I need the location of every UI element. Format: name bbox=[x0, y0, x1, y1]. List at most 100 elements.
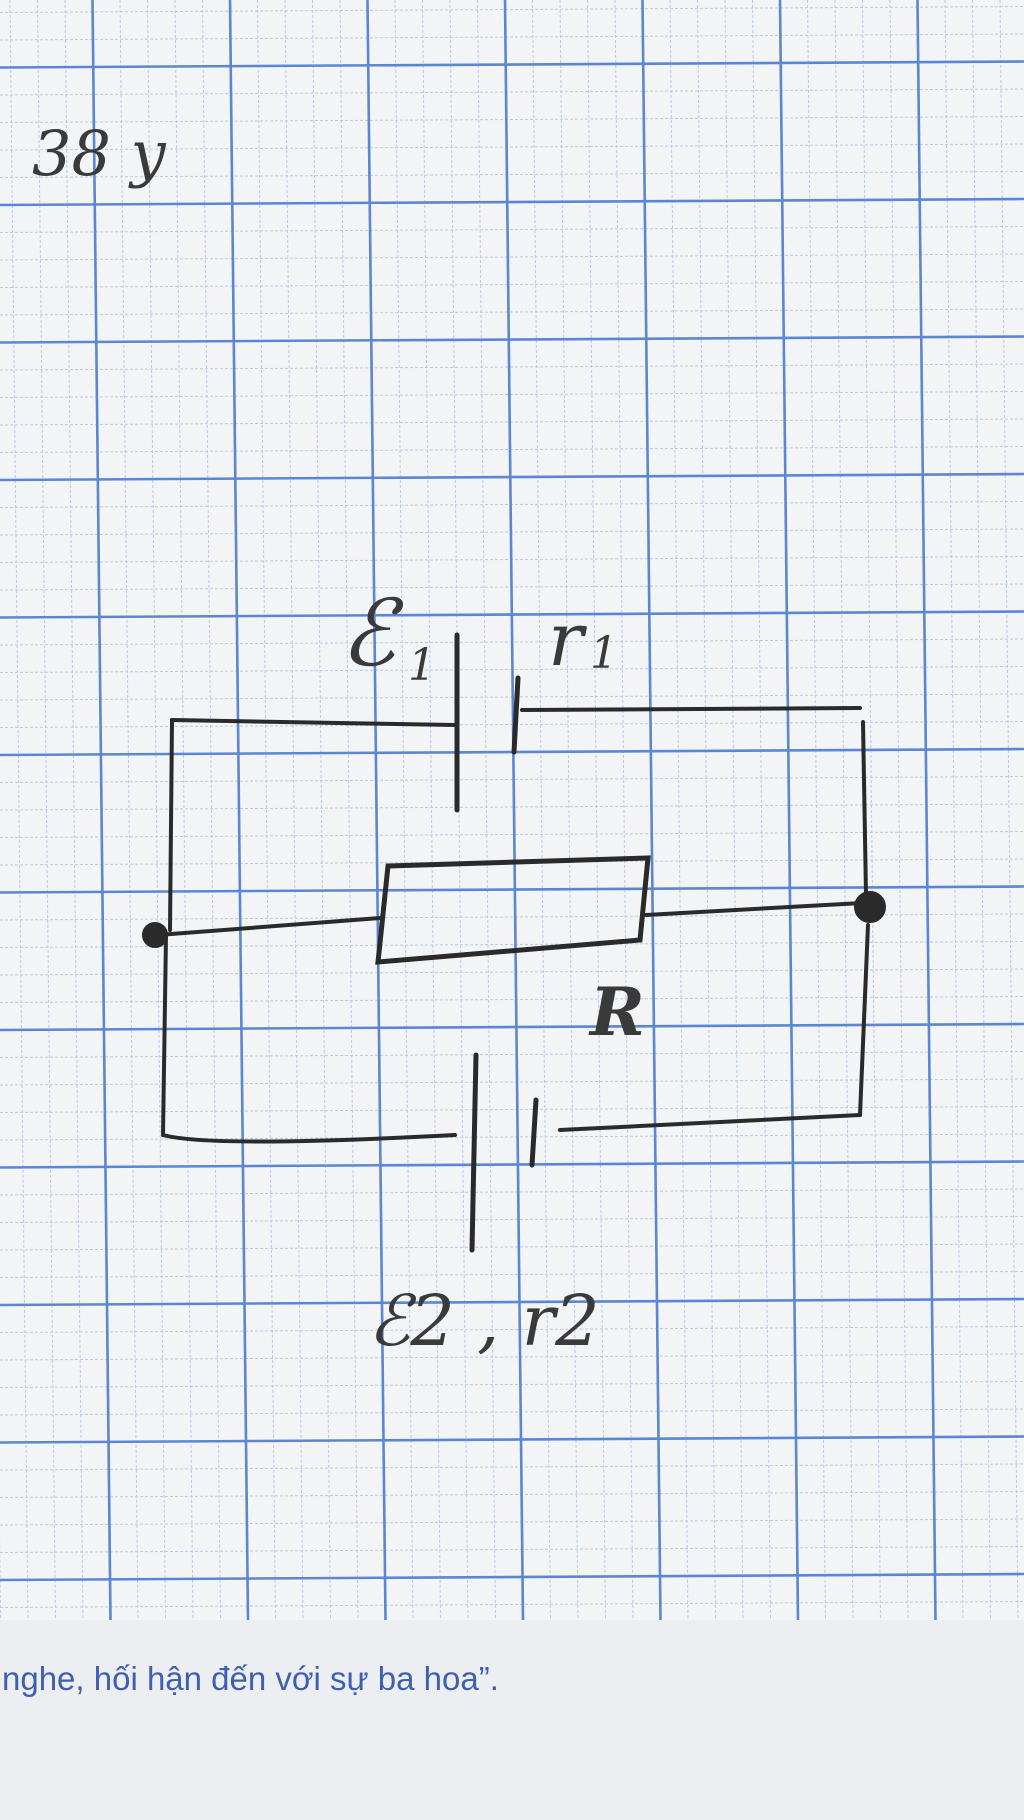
grid-minor-horizontal bbox=[0, 501, 1024, 508]
grid-minor-horizontal bbox=[0, 1491, 1024, 1498]
grid-minor-vertical bbox=[669, 0, 689, 1621]
grid-minor-horizontal bbox=[0, 281, 1024, 288]
grid-minor-vertical bbox=[559, 0, 579, 1621]
grid-major-horizontal bbox=[0, 472, 1024, 482]
grid-minor-horizontal bbox=[0, 1078, 1024, 1086]
grid-minor-vertical bbox=[807, 0, 826, 1621]
grid-minor-horizontal bbox=[0, 1353, 1024, 1361]
grid-minor-horizontal bbox=[0, 446, 1024, 453]
grid-minor-vertical bbox=[752, 0, 771, 1621]
grid-minor-horizontal bbox=[0, 1601, 1024, 1608]
resistor-body bbox=[375, 855, 651, 965]
battery2-short-plate bbox=[529, 1097, 539, 1168]
grid-minor-vertical bbox=[972, 0, 991, 1621]
label-r1: r bbox=[548, 597, 588, 683]
label-r1-sub: 1 bbox=[590, 628, 618, 679]
grid-major-horizontal bbox=[0, 1022, 1024, 1032]
grid-minor-horizontal bbox=[0, 1243, 1024, 1251]
wire-left-lower bbox=[161, 933, 168, 1137]
wire-right-lower bbox=[858, 923, 870, 1117]
grid-minor-horizontal bbox=[0, 253, 1024, 261]
grid-minor-vertical bbox=[944, 0, 964, 1621]
grid-minor-vertical bbox=[889, 0, 909, 1621]
grid-minor-vertical bbox=[257, 0, 276, 1621]
paper-sheet bbox=[0, 0, 1024, 1620]
wire-left-upper bbox=[168, 718, 174, 932]
grid-minor-horizontal bbox=[0, 171, 1024, 178]
grid-minor-horizontal bbox=[0, 1106, 1024, 1113]
grid-minor-horizontal bbox=[0, 116, 1024, 123]
grid-major-horizontal bbox=[0, 197, 1024, 207]
grid-minor-horizontal bbox=[0, 1408, 1024, 1416]
grid-minor-horizontal bbox=[0, 33, 1024, 41]
page-label: 38 y bbox=[32, 117, 167, 190]
grid-minor-vertical bbox=[477, 0, 496, 1621]
grid-minor-horizontal bbox=[0, 1188, 1024, 1196]
wire-middle-left bbox=[156, 916, 382, 937]
grid-minor-vertical bbox=[724, 0, 744, 1621]
grid-minor-horizontal bbox=[0, 968, 1024, 976]
wire-right-upper bbox=[861, 720, 868, 897]
grid-major-horizontal bbox=[0, 1435, 1024, 1444]
grid-minor-vertical bbox=[834, 0, 854, 1621]
grid-minor-vertical bbox=[999, 0, 1019, 1621]
grid-major-horizontal bbox=[0, 1160, 1024, 1169]
grid-minor-vertical bbox=[697, 0, 716, 1621]
battery2-long-plate bbox=[469, 1052, 479, 1253]
wire-middle-right bbox=[644, 901, 864, 917]
grid-minor-lines bbox=[0, 0, 1024, 1621]
grid-minor-vertical bbox=[394, 0, 414, 1621]
grid-minor-horizontal bbox=[0, 1546, 1024, 1553]
grid-minor-horizontal bbox=[0, 1216, 1024, 1223]
grid-minor-vertical bbox=[862, 0, 881, 1621]
grid-minor-horizontal bbox=[0, 391, 1024, 398]
grid-minor-horizontal bbox=[0, 6, 1024, 13]
label-emf1-sub: 1 bbox=[408, 640, 436, 691]
grid-minor-vertical bbox=[614, 0, 634, 1621]
grid-major-vertical bbox=[366, 0, 387, 1621]
grid-minor-vertical bbox=[532, 0, 551, 1621]
grid-minor-horizontal bbox=[0, 996, 1024, 1003]
book-footer-text: nghe, hối hận đến với sự ba hoa”. bbox=[2, 1660, 499, 1697]
grid-minor-horizontal bbox=[0, 88, 1024, 96]
grid-minor-vertical bbox=[339, 0, 359, 1621]
grid-major-vertical bbox=[228, 0, 250, 1621]
grid-major-vertical bbox=[778, 0, 800, 1621]
grid-minor-horizontal bbox=[0, 1463, 1024, 1471]
battery1-short-plate bbox=[511, 675, 521, 755]
grid-minor-horizontal bbox=[0, 1381, 1024, 1388]
grid-minor-vertical bbox=[174, 0, 194, 1621]
grid-minor-horizontal bbox=[0, 1133, 1024, 1141]
wire-bottom-left bbox=[161, 1133, 457, 1144]
grid-minor-horizontal bbox=[0, 226, 1024, 233]
grid-major-horizontal bbox=[0, 60, 1024, 69]
grid-major-vertical bbox=[91, 0, 112, 1621]
grid-minor-horizontal bbox=[0, 1271, 1024, 1278]
grid-minor-vertical bbox=[64, 0, 84, 1621]
grid-minor-horizontal bbox=[0, 1518, 1024, 1526]
wire-top-left bbox=[170, 718, 457, 727]
grid-major-horizontal bbox=[0, 335, 1024, 344]
grid-minor-horizontal bbox=[0, 1326, 1024, 1333]
grid-major-horizontal bbox=[0, 1297, 1024, 1307]
grid-major-vertical bbox=[916, 0, 937, 1621]
grid-major-vertical bbox=[641, 0, 662, 1621]
grid-minor-horizontal bbox=[0, 363, 1024, 371]
grid-minor-vertical bbox=[587, 0, 606, 1621]
grid-major-horizontal bbox=[0, 610, 1024, 619]
page-bottom-strip bbox=[0, 1620, 1024, 1820]
grid-minor-horizontal bbox=[0, 308, 1024, 316]
junction-left bbox=[142, 922, 168, 948]
grid-minor-vertical bbox=[119, 0, 139, 1621]
grid-minor-horizontal bbox=[0, 1051, 1024, 1058]
grid-major-horizontal bbox=[0, 1572, 1024, 1582]
grid-minor-vertical bbox=[312, 0, 331, 1621]
junction-right bbox=[854, 891, 886, 923]
grid-minor-vertical bbox=[9, 0, 29, 1621]
circuit-diagram bbox=[142, 632, 886, 1253]
wire-bottom-right bbox=[558, 1113, 862, 1132]
grid-minor-vertical bbox=[202, 0, 221, 1621]
grid-minor-horizontal bbox=[0, 941, 1024, 948]
grid-minor-horizontal bbox=[0, 418, 1024, 426]
